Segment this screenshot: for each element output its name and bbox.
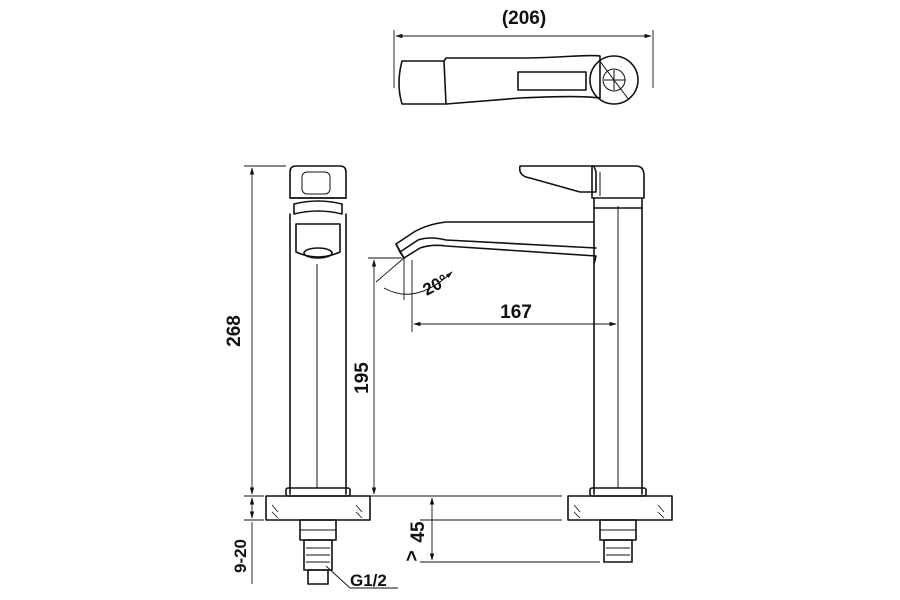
height-label: 268 [224, 315, 245, 347]
hose-symbol-label: > [402, 550, 423, 561]
top-view: (206) [393, 8, 654, 105]
angle-label: 20° [420, 271, 452, 300]
hose-length-label: 45 [408, 521, 429, 543]
length-label: (206) [502, 8, 546, 29]
thread-label: G1/2 [350, 571, 387, 590]
reach-label: 167 [500, 302, 532, 323]
spout-height-label: 195 [352, 362, 373, 394]
front-view: 20° 195 167 45 > [352, 165, 673, 563]
countertop-label: 9-20 [231, 539, 250, 573]
side-view: 268 9-20 G1/2 [224, 165, 398, 590]
